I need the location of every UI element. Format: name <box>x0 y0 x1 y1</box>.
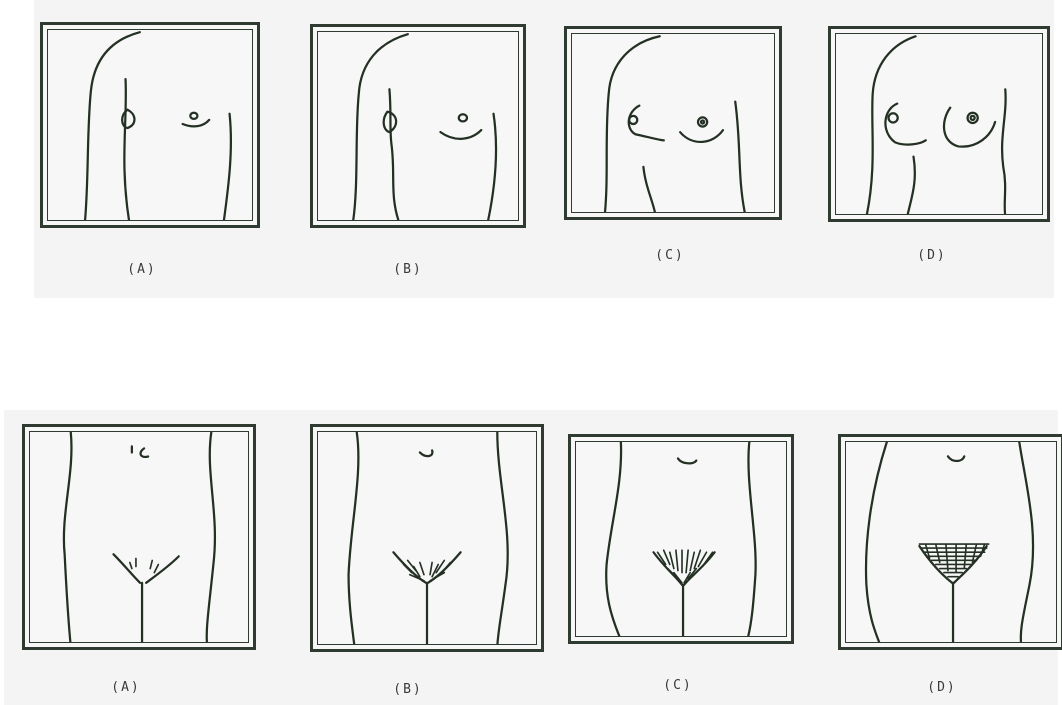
pubic-stage-c-panel <box>568 434 794 644</box>
breast-stage-a-drawing <box>48 30 252 220</box>
pubic-stage-a-panel <box>22 424 256 650</box>
pubic-stage-b-panel <box>310 424 544 652</box>
pubic-stage-d-panel <box>838 434 1062 650</box>
breast-stage-b-drawing <box>318 32 518 220</box>
breast-stage-label-a: (A) <box>112 262 172 277</box>
breast-stage-d-drawing <box>836 34 1042 214</box>
pubic-stage-a-drawing <box>30 432 248 642</box>
pubic-stage-b-drawing <box>318 432 536 644</box>
pubic-stage-label-a: (A) <box>96 680 156 695</box>
breast-stage-a-panel <box>40 22 260 228</box>
breast-stage-label-c: (C) <box>640 248 700 263</box>
breast-stage-label-b: (B) <box>378 262 438 277</box>
breast-stage-b-panel <box>310 24 526 228</box>
pubic-stage-d-drawing <box>846 442 1056 642</box>
breast-stage-c-drawing <box>572 34 774 212</box>
pubic-stage-c-drawing <box>576 442 786 636</box>
breast-stage-label-d: (D) <box>902 248 962 263</box>
pubic-stage-label-b: (B) <box>378 682 438 697</box>
pubic-stage-label-d: (D) <box>912 680 972 695</box>
pubic-stage-label-c: (C) <box>648 678 708 693</box>
breast-stage-c-panel <box>564 26 782 220</box>
breast-stage-d-panel <box>828 26 1050 222</box>
